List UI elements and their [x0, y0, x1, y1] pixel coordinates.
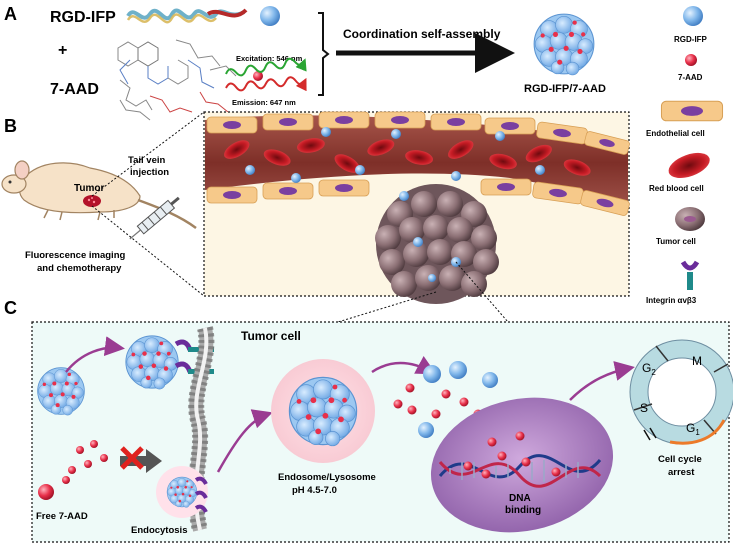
zoom-line-c-right — [455, 261, 509, 323]
seven-aad-label: 7-AAD — [50, 81, 99, 98]
endosome-label-2: pH 4.5-7.0 — [292, 485, 337, 496]
excitation-label: Excitation: 546 nm — [236, 54, 303, 63]
legend-rgd-icon — [683, 6, 703, 26]
imaging-label-2: and chemotherapy — [37, 263, 122, 274]
legend-rbc-icon — [665, 147, 714, 183]
product-label: RGD-IFP/7-AAD — [524, 83, 606, 95]
tumor-site-icon — [83, 195, 101, 207]
legend-endothelial-icon — [660, 100, 724, 122]
binding-arrow — [65, 336, 125, 373]
assembly-arrow-label: Coordination self-assembly — [343, 27, 501, 41]
panel-b-label: B — [4, 116, 17, 136]
phase-g1-label: G1 — [686, 421, 700, 437]
endosome-arrow — [216, 409, 273, 473]
injection-label-2: injection — [130, 167, 169, 178]
excitation-wave — [225, 57, 307, 77]
phase-m-label: M — [692, 354, 702, 368]
dna-helix-icon — [438, 431, 602, 488]
legend-aad-label: 7-AAD — [678, 73, 703, 82]
rgd-ifp-label: RGD-IFP — [50, 9, 116, 26]
panel-c-label: C — [4, 298, 17, 318]
blocked-arrow — [120, 446, 162, 473]
arrest-label-1: Cell cycle — [658, 454, 702, 465]
rgd-ifp-sphere-icon — [260, 6, 280, 26]
legend-aad-icon — [685, 54, 697, 66]
cell-cycle-ring — [629, 339, 733, 445]
syringe-icon — [129, 196, 180, 240]
legend-integrin-label: Integrin αvβ3 — [646, 296, 697, 305]
free-aad-molecules — [38, 440, 108, 500]
phase-s-label: S — [640, 401, 648, 415]
plus-sign: + — [58, 42, 67, 59]
cycle-arrow — [569, 361, 635, 401]
nanoparticle-product-icon — [533, 13, 595, 76]
tumor-cell-label: Tumor cell — [241, 329, 301, 343]
legend-integrin-icon — [680, 260, 700, 290]
vessel-nanoparticles — [245, 127, 545, 183]
nanoparticle-endocytosed-icon — [166, 476, 198, 508]
mouse-tumor-label: Tumor — [74, 183, 104, 194]
emission-label: Emission: 647 nm — [232, 98, 296, 107]
curly-brace — [318, 12, 330, 96]
endocytosis-label: Endocytosis — [131, 525, 188, 536]
arrest-label-2: arrest — [668, 467, 695, 478]
endosome-label-1: Endosome/Lysosome — [278, 472, 376, 483]
legend-tumor-nucleus — [684, 216, 696, 222]
tumor-cluster — [375, 184, 499, 304]
rgd-ifp-protein-icon — [126, 8, 248, 24]
imaging-label-1: Fluorescence imaging — [25, 250, 126, 261]
panel-a-label: A — [4, 4, 17, 24]
legend-tumor-label: Tumor cell — [656, 237, 696, 246]
nanoparticle-left-icon — [37, 367, 85, 416]
dna-label-2: binding — [505, 505, 541, 516]
zoom-line-top — [91, 111, 205, 197]
zoom-line-c-left — [337, 291, 437, 323]
dna-label-1: DNA — [509, 493, 531, 504]
aad-excited-icon — [253, 71, 263, 81]
phase-g2-label: G2 — [642, 361, 656, 377]
endocytosis-integrins — [194, 476, 208, 513]
legend-rbc-label: Red blood cell — [649, 184, 704, 193]
arrest-mark-icon — [643, 427, 657, 441]
emission-wave — [225, 76, 307, 92]
nanoparticle-endosome-icon — [288, 376, 358, 447]
seven-aad-molecule-icon — [117, 39, 237, 121]
legend-rgd-label: RGD-IFP — [674, 35, 708, 44]
arrest-arrow — [669, 419, 726, 445]
nanoparticle-bound-icon — [125, 335, 179, 390]
free-aad-label: Free 7-AAD — [36, 511, 88, 522]
injection-label-1: Tail vein — [128, 155, 166, 166]
legend-endothelial-label: Endothelial cell — [646, 129, 705, 138]
